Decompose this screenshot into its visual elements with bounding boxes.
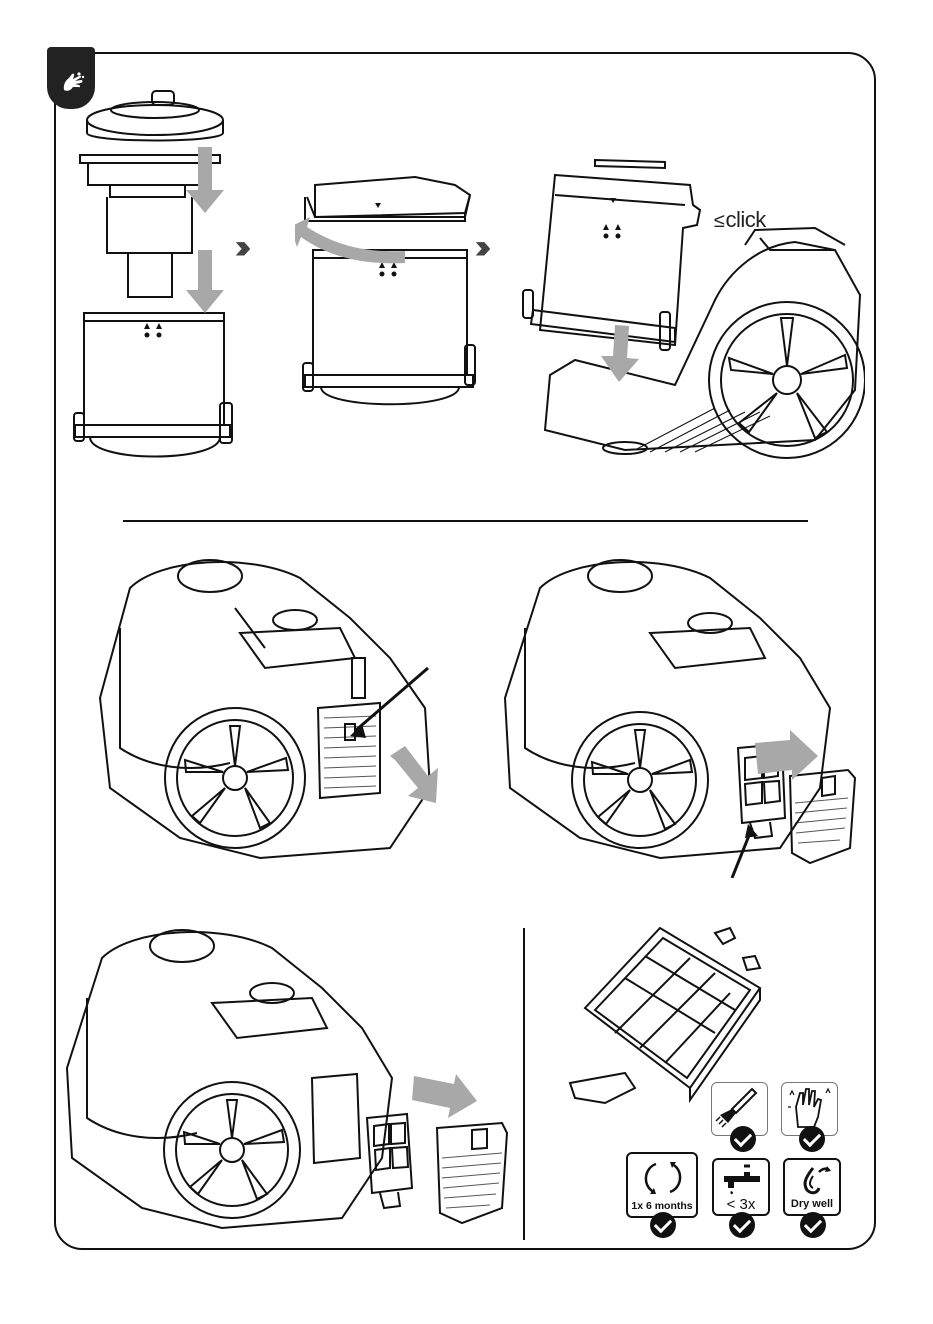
click-lines-icon: ≤: [714, 210, 724, 232]
vacuum-filter-separated-illustration: [62, 918, 512, 1238]
column-divider: [523, 928, 525, 1240]
section-divider: [123, 520, 808, 522]
check-icon: [650, 1212, 676, 1238]
wash-limit-badge: < 3x: [712, 1158, 770, 1216]
rotate-cycle-icon: [628, 1156, 698, 1200]
check-icon: [800, 1212, 826, 1238]
container-lid-illustration: [295, 165, 485, 415]
exploded-container-illustration: [70, 85, 250, 480]
dry-icon: [785, 1162, 841, 1198]
check-icon: [729, 1212, 755, 1238]
vacuum-filter-cover-illustration: [90, 548, 450, 868]
wash-limit-label: < 3x: [714, 1196, 768, 1213]
vacuum-filter-remove-illustration: [500, 548, 870, 878]
dry-label: Dry well: [785, 1198, 839, 1210]
click-text: click: [725, 207, 765, 232]
frequency-badge: 1x 6 months: [626, 1152, 698, 1218]
container-insert-illustration: [515, 150, 865, 470]
frequency-label: 1x 6 months: [628, 1200, 696, 1212]
water-tap-icon: [714, 1162, 770, 1196]
filter-closeup-illustration: [565, 918, 770, 1108]
dry-badge: Dry well: [783, 1158, 841, 1216]
click-label: ≤click: [714, 207, 766, 233]
check-icon: [799, 1126, 825, 1152]
check-icon: [730, 1126, 756, 1152]
